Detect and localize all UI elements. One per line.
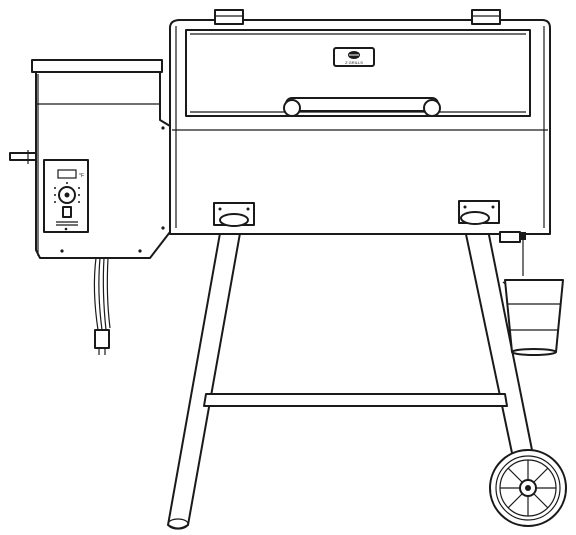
power-cord	[93, 257, 111, 355]
left-leg	[167, 221, 243, 530]
brand-badge: Z GRILLS	[333, 47, 375, 67]
drawing-caption: Pellet grill line drawing	[0, 0, 1, 1]
lid-hinges	[214, 9, 501, 25]
grill-lid	[185, 29, 531, 117]
leg-brackets	[213, 200, 500, 227]
hopper-handle	[9, 150, 37, 164]
svg-text:°F: °F	[79, 173, 84, 179]
brand-logo-text: Z GRILLS	[345, 60, 363, 65]
lid-handle	[283, 97, 441, 117]
grease-drain	[499, 231, 526, 243]
grease-bucket	[502, 240, 564, 356]
leg-crossbar	[203, 393, 508, 407]
power-plug-icon	[94, 329, 110, 355]
controller-panel: °F	[43, 159, 89, 233]
temperature-dial-icon	[54, 182, 80, 204]
brand-logo-icon	[348, 51, 360, 59]
wheel-icon	[489, 449, 567, 527]
